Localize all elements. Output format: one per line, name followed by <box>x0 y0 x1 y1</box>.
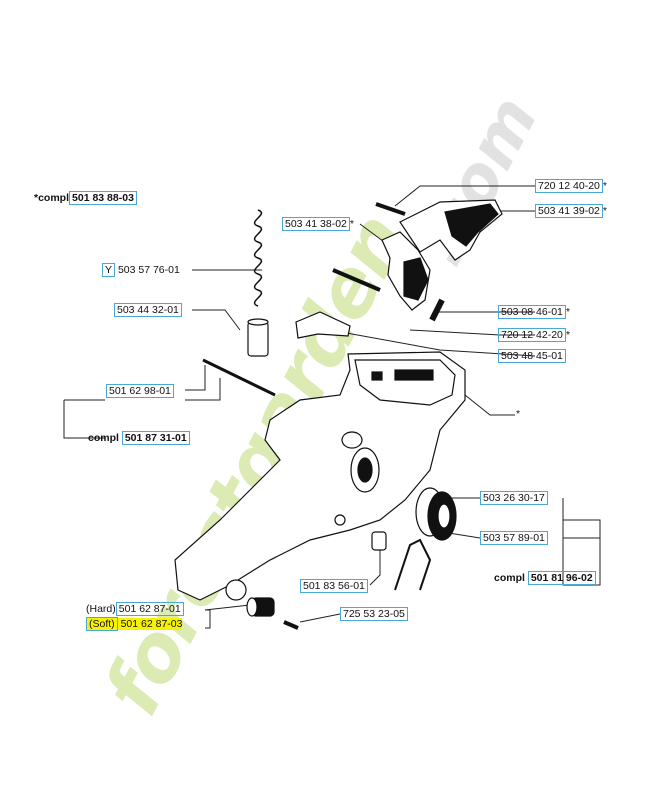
part-number-720-12-40-20: 720 12 40-20 <box>535 179 603 193</box>
star-marker: * <box>602 180 607 192</box>
part-number-503-08-46-01: 503 08 46-01 <box>498 305 566 319</box>
part-shapes <box>174 199 503 630</box>
part-number-503-48-45-01: 503 48 45-01 <box>498 349 566 363</box>
assembly-prefix: *compl <box>34 192 70 204</box>
part-number-503-41-39-02: 503 41 39-02 <box>535 204 603 218</box>
housing-star-marker: * <box>516 408 521 420</box>
part-label-501-83-56-01: 501 83 56-01 <box>300 579 368 593</box>
part-label-503-41-38-02: 503 41 38-02* <box>282 217 354 231</box>
part-number-501-87-31-01: 501 87 31-01 <box>121 431 190 445</box>
part-number-503-57-89-01: 503 57 89-01 <box>480 531 548 545</box>
part-number-501-62-98-01: 501 62 98-01 <box>106 384 174 398</box>
leader-lines <box>63 185 601 629</box>
assembly-prefix: compl <box>88 432 119 444</box>
part-number-725-53-23-05: 725 53 23-05 <box>340 607 408 621</box>
part-number-501-62-87-01: 501 62 87-01 <box>115 602 184 616</box>
part-label-503-48-45-01: 503 48 45-01 <box>498 349 566 363</box>
star-marker: * <box>565 329 570 341</box>
assembly-label-501-87-31-01: compl 501 87 31-01 <box>88 431 190 445</box>
part-number-501-83-56-01: 501 83 56-01 <box>300 579 368 593</box>
part-label-503-44-32-01: 503 44 32-01 <box>114 303 182 317</box>
part-number-503-41-38-02: 503 41 38-02 <box>282 217 350 231</box>
part-label-501-62-98-01: 501 62 98-01 <box>106 384 174 398</box>
soft-prefix: (Soft) <box>86 617 118 631</box>
part-number-501-62-87-03: 501 62 87-03 <box>120 618 183 630</box>
part-label-503-08-46-01: 503 08 46-01* <box>498 305 570 319</box>
hard-prefix: (Hard) <box>86 603 116 615</box>
star-marker: * <box>565 306 570 318</box>
part-label-720-12-42-20: 720 12 42-20* <box>498 328 570 342</box>
part-label-720-12-40-20: 720 12 40-20* <box>535 179 607 193</box>
part-label-725-53-23-05: 725 53 23-05 <box>340 607 408 621</box>
star-marker: * <box>349 218 354 230</box>
part-number-503-26-30-17: 503 26 30-17 <box>480 491 548 505</box>
part-number-501-81-96-02: 501 81 96-02 <box>527 571 596 585</box>
y-marker: Y <box>102 263 116 277</box>
part-label-503-57-76-01: Y 503 57 76-01 <box>102 263 180 277</box>
assembly-label-501-81-96-02: compl 501 81 96-02 <box>494 571 596 585</box>
part-label-501-62-87-03: (Soft) 501 62 87-03 <box>86 617 183 631</box>
assembly-prefix: compl <box>494 572 525 584</box>
star-marker: * <box>602 205 607 217</box>
part-label-503-41-39-02: 503 41 39-02* <box>535 204 607 218</box>
part-label-501-62-87-01: (Hard)501 62 87-01 <box>86 602 184 616</box>
part-number-503-57-76-01: 503 57 76-01 <box>117 264 180 276</box>
part-number-720-12-42-20: 720 12 42-20 <box>498 328 566 342</box>
part-label-503-57-89-01: 503 57 89-01 <box>480 531 548 545</box>
part-number-503-44-32-01: 503 44 32-01 <box>114 303 182 317</box>
part-number-501-83-88-03: 501 83 88-03 <box>69 191 137 205</box>
part-label-503-26-30-17: 503 26 30-17 <box>480 491 548 505</box>
